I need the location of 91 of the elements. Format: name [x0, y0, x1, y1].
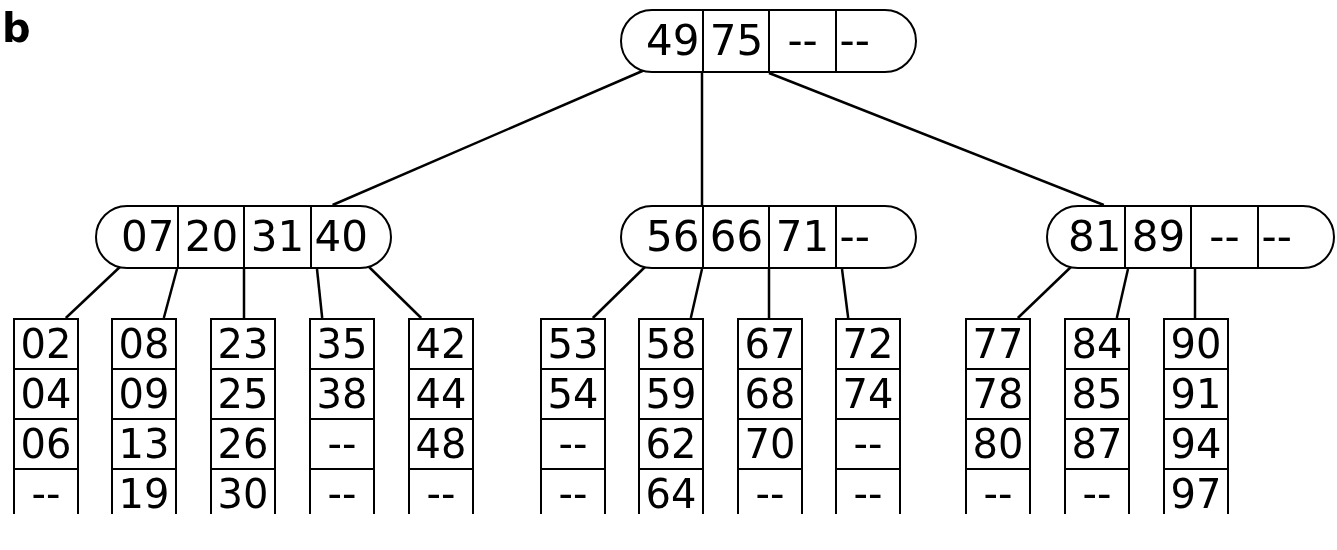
key-value: 89 — [1131, 216, 1186, 258]
key-value: 90 — [1170, 324, 1222, 364]
leaf-key-column — [835, 318, 901, 514]
leaf-key-column — [1064, 318, 1130, 514]
key-value: 07 — [120, 216, 175, 258]
key-value: 13 — [118, 424, 170, 464]
key-value: 77 — [972, 324, 1024, 364]
key-value: 20 — [184, 216, 239, 258]
key-value: -- — [327, 424, 357, 464]
key-value: 49 — [645, 20, 700, 62]
key-value: -- — [787, 20, 818, 62]
key-value: 78 — [972, 374, 1024, 414]
leaf-key-column — [1163, 318, 1229, 514]
leaf-key-column — [965, 318, 1031, 514]
leaf-key-column — [13, 318, 79, 514]
tree-link — [689, 268, 704, 319]
key-value: 02 — [20, 324, 72, 364]
key-value: 04 — [20, 374, 72, 414]
key-value: 59 — [645, 374, 697, 414]
key-value: 84 — [1071, 324, 1123, 364]
key-value: 40 — [314, 216, 369, 258]
leaf-key-column — [111, 318, 177, 514]
key-value: 09 — [118, 374, 170, 414]
tree-link — [840, 268, 850, 319]
leaf-key-column — [309, 318, 375, 514]
tree-link — [1193, 269, 1197, 318]
key-value: 72 — [842, 324, 894, 364]
key-value: 58 — [645, 324, 697, 364]
node-key-record — [95, 205, 392, 269]
key-value: 85 — [1071, 374, 1123, 414]
key-value: 62 — [645, 424, 697, 464]
key-value: -- — [853, 474, 883, 514]
key-value: -- — [839, 20, 870, 62]
key-value: 53 — [547, 324, 599, 364]
leaf-key-column — [638, 318, 704, 514]
key-value: 38 — [316, 374, 368, 414]
key-value: 87 — [1071, 424, 1123, 464]
key-value: -- — [1209, 216, 1240, 258]
key-value: 30 — [217, 474, 269, 514]
leaf-key-column — [540, 318, 606, 514]
tree-link — [768, 71, 1105, 207]
leaf-key-column — [210, 318, 276, 514]
key-value: -- — [558, 474, 588, 514]
tree-link — [162, 268, 179, 319]
key-value: 06 — [20, 424, 72, 464]
key-value: 75 — [709, 20, 764, 62]
key-value: 74 — [842, 374, 894, 414]
key-value: -- — [839, 216, 870, 258]
key-value: 94 — [1170, 424, 1222, 464]
key-value: 26 — [217, 424, 269, 464]
panel-letter: b — [2, 8, 31, 48]
key-value: -- — [426, 474, 456, 514]
key-value: 81 — [1067, 216, 1122, 258]
key-value: 08 — [118, 324, 170, 364]
key-value: 56 — [645, 216, 700, 258]
tree-link — [700, 73, 704, 205]
key-value: -- — [755, 474, 785, 514]
key-value: 80 — [972, 424, 1024, 464]
leaf-key-column — [408, 318, 474, 514]
tree-link — [315, 268, 324, 319]
key-value: -- — [31, 474, 61, 514]
key-value: 67 — [744, 324, 796, 364]
tree-link — [767, 269, 771, 318]
tree-link — [1115, 268, 1130, 319]
key-value: 91 — [1170, 374, 1222, 414]
node-key-record — [620, 9, 917, 73]
key-value: 48 — [415, 424, 467, 464]
key-value: 35 — [316, 324, 368, 364]
key-value: 19 — [118, 474, 170, 514]
key-value: 71 — [775, 216, 830, 258]
key-value: 42 — [415, 324, 467, 364]
key-value: -- — [558, 424, 588, 464]
key-value: -- — [327, 474, 357, 514]
key-value: 44 — [415, 374, 467, 414]
key-value: -- — [1261, 216, 1292, 258]
key-value: 31 — [250, 216, 305, 258]
key-value: 64 — [645, 474, 697, 514]
key-value: 23 — [217, 324, 269, 364]
key-value: 66 — [709, 216, 764, 258]
key-value: 70 — [744, 424, 796, 464]
key-value: 68 — [744, 374, 796, 414]
key-value: 97 — [1170, 474, 1222, 514]
tree-link — [242, 269, 246, 318]
leaf-key-column — [737, 318, 803, 514]
key-value: 25 — [217, 374, 269, 414]
node-key-record — [1046, 205, 1335, 269]
key-value: 54 — [547, 374, 599, 414]
node-key-record — [620, 205, 917, 269]
key-value: -- — [1082, 474, 1112, 514]
key-value: -- — [853, 424, 883, 464]
key-value: -- — [983, 474, 1013, 514]
